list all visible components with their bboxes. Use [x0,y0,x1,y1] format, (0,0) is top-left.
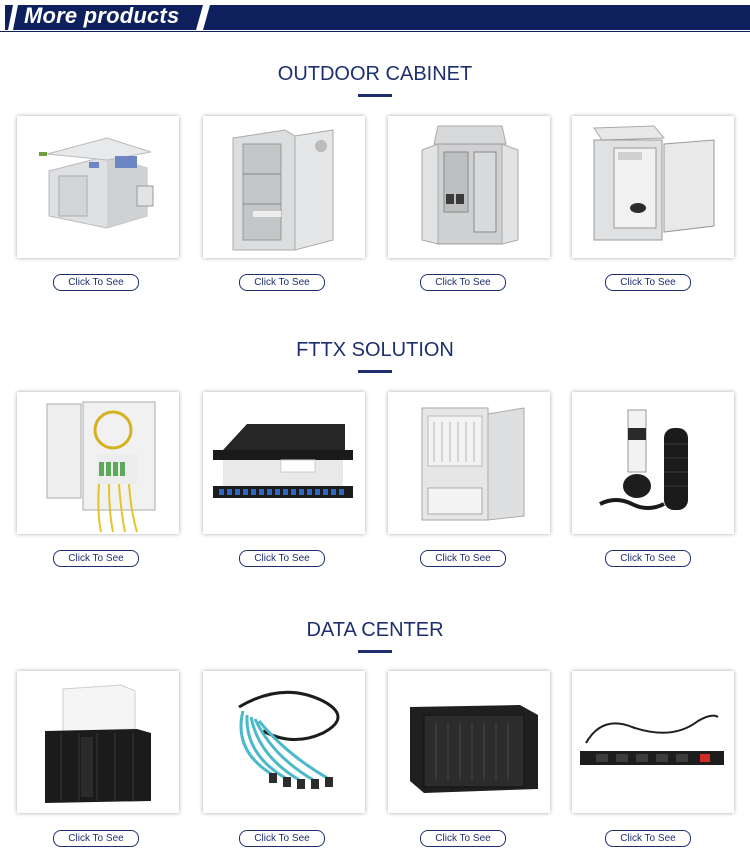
wall-cabinet-image [593,125,715,241]
product-card[interactable] [203,671,365,813]
product-card[interactable] [572,392,734,534]
mpo-fiber-cable-image [238,690,340,789]
double-door-cabinet-image [421,125,519,245]
header-title: More products [24,3,180,28]
pdu-power-strip-image [580,714,724,765]
product-card[interactable] [17,392,179,534]
product-card[interactable] [203,392,365,534]
product-card[interactable] [203,116,365,258]
click-to-see-button[interactable]: Click To See [239,830,325,847]
section-title-outdoor-cabinet: OUTDOOR CABINET [277,63,473,85]
click-to-see-button[interactable]: Click To See [605,830,691,847]
product-card[interactable] [572,671,734,813]
section-underline [358,650,392,653]
fiber-distribution-box-image [46,401,156,533]
product-card[interactable] [388,116,550,258]
click-to-see-button[interactable]: Click To See [53,550,139,567]
product-card[interactable] [388,392,550,534]
section-underline [358,370,392,373]
click-to-see-button[interactable]: Click To See [53,830,139,847]
product-card[interactable] [17,116,179,258]
section-title-fttx-solution: FTTX SOLUTION [296,339,454,361]
click-to-see-button[interactable]: Click To See [420,830,506,847]
fiber-cross-connect-cabinet-image [421,407,525,521]
wall-mount-network-cabinet-image [410,705,538,793]
modular-data-center-image [45,684,151,803]
splice-closure-image [599,409,688,510]
product-card[interactable] [388,671,550,813]
click-to-see-button[interactable]: Click To See [605,274,691,291]
outdoor-cabinet-open-door-image [232,129,334,251]
rack-patch-panel-image [213,424,353,498]
product-card[interactable] [17,671,179,813]
click-to-see-button[interactable]: Click To See [239,274,325,291]
click-to-see-button[interactable]: Click To See [420,550,506,567]
section-underline [358,94,392,97]
click-to-see-button[interactable]: Click To See [605,550,691,567]
click-to-see-button[interactable]: Click To See [239,550,325,567]
product-card[interactable] [572,116,734,258]
section-header: More products [0,0,750,34]
click-to-see-button[interactable]: Click To See [420,274,506,291]
outdoor-shelter-image [39,137,154,229]
click-to-see-button[interactable]: Click To See [53,274,139,291]
header-band [0,0,750,32]
section-title-data-center: DATA CENTER [306,619,444,641]
